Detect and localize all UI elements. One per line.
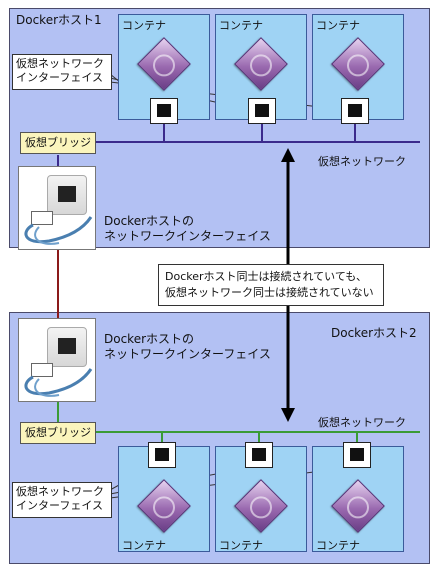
ethernet-cable-icon (31, 363, 53, 377)
container-label: コンテナ (219, 539, 263, 552)
container-gem-icon (331, 479, 385, 533)
veth-label-line-2: インターフェイス (16, 71, 104, 84)
virtual-network-label-host-1: 仮想ネットワーク (318, 155, 406, 168)
nic-socket-icon (47, 327, 87, 367)
veth-label-line-1: 仮想ネットワーク (16, 485, 104, 498)
container-gem-icon (234, 479, 288, 533)
ethernet-port-icon (245, 442, 273, 468)
veth-label-line-1: 仮想ネットワーク (16, 57, 104, 70)
host-nic-label-line-2: ネットワークインターフェイス (104, 229, 271, 243)
veth-label-host-1: 仮想ネットワーク インターフェイス (12, 54, 112, 90)
container-gem-icon (137, 479, 191, 533)
host-nic-label-line-2: ネットワークインターフェイス (104, 347, 271, 361)
cable-coil (24, 216, 93, 245)
container-label: コンテナ (122, 19, 166, 32)
container-gem-icon (234, 37, 288, 91)
virtual-bridge-host-1[interactable]: 仮想ブリッジ (20, 132, 96, 154)
container-label: コンテナ (219, 19, 263, 32)
container-gem-icon (331, 37, 385, 91)
container-label: コンテナ (122, 539, 166, 552)
host-nic-label-line-1: Dockerホストの (104, 332, 195, 346)
veth-label-line-2: インターフェイス (16, 499, 104, 512)
host-nic-label-2: Dockerホストの ネットワークインターフェイス (104, 332, 271, 362)
host-nic-2[interactable] (18, 318, 96, 402)
virtual-bridge-host-2[interactable]: 仮想ブリッジ (20, 422, 96, 444)
note-callout: Dockerホスト同士は接続されていても、 仮想ネットワーク同士は接続されていな… (158, 264, 384, 306)
virtual-network-label-host-2: 仮想ネットワーク (318, 416, 406, 429)
host-1-title: Dockerホスト1 (16, 13, 102, 27)
host-nic-1[interactable] (18, 166, 96, 250)
note-line-2: 仮想ネットワーク同士は接続されていない (165, 286, 374, 299)
container-label: コンテナ (316, 19, 360, 32)
cable-coil (24, 368, 93, 397)
ethernet-cable-icon (31, 211, 53, 225)
container-gem-icon (137, 37, 191, 91)
ethernet-port-icon (248, 98, 276, 124)
ethernet-port-icon (343, 442, 371, 468)
ethernet-port-icon (341, 98, 369, 124)
host-2-title: Dockerホスト2 (331, 326, 417, 340)
ethernet-port-icon (150, 98, 178, 124)
nic-socket-icon (47, 175, 87, 215)
host-nic-label-line-1: Dockerホストの (104, 214, 195, 228)
note-line-1: Dockerホスト同士は接続されていても、 (165, 270, 367, 283)
ethernet-port-icon (148, 442, 176, 468)
host-nic-label-1: Dockerホストの ネットワークインターフェイス (104, 214, 271, 244)
container-label: コンテナ (316, 539, 360, 552)
veth-label-host-2: 仮想ネットワーク インターフェイス (12, 482, 112, 518)
